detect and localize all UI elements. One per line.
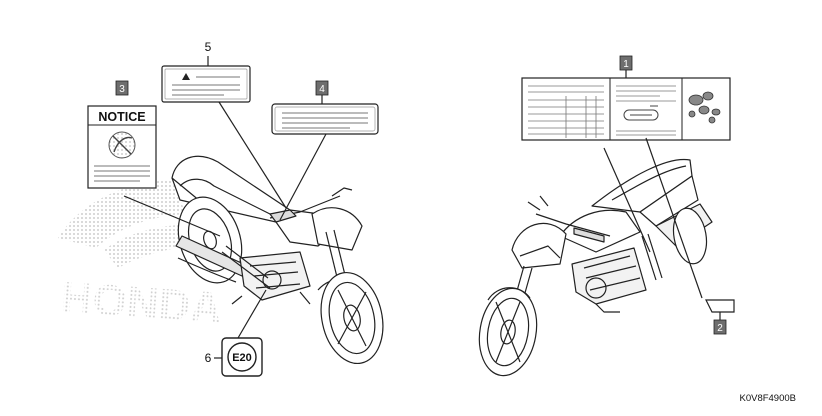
small-tag-label — [705, 299, 735, 313]
callout-1-number: 1 — [623, 59, 629, 70]
warning-triangle-icon — [182, 73, 190, 80]
callout-6-number: 6 — [205, 351, 212, 365]
callout-5-number: 5 — [205, 40, 212, 54]
chain-diagram-icon — [623, 105, 659, 121]
callout-3-number: 3 — [119, 84, 125, 95]
no-entry-icon — [108, 131, 136, 159]
warning-label — [161, 65, 251, 103]
leader-lines — [123, 56, 721, 339]
callout-2: 2 — [713, 319, 727, 335]
info-label — [271, 103, 379, 135]
notice-label: NOTICE — [87, 105, 157, 189]
callout-3: 3 — [115, 80, 129, 96]
callout-4: 4 — [315, 80, 329, 96]
watermark-text: HONDA — [59, 273, 223, 333]
motorcycle-right-view — [478, 158, 713, 377]
e20-badge-label: E20 — [221, 337, 263, 377]
maintenance-label — [521, 77, 731, 141]
motorcycle-left-view — [171, 155, 384, 365]
callout-1: 1 — [619, 55, 633, 71]
notice-heading: NOTICE — [98, 110, 145, 124]
e20-text: E20 — [232, 352, 252, 364]
parts-icon — [688, 91, 721, 124]
callout-4-number: 4 — [319, 84, 325, 95]
honda-watermark: HONDA — [58, 180, 224, 333]
figure-code: K0V8F4900B — [739, 393, 796, 404]
callout-2-number: 2 — [717, 323, 723, 334]
